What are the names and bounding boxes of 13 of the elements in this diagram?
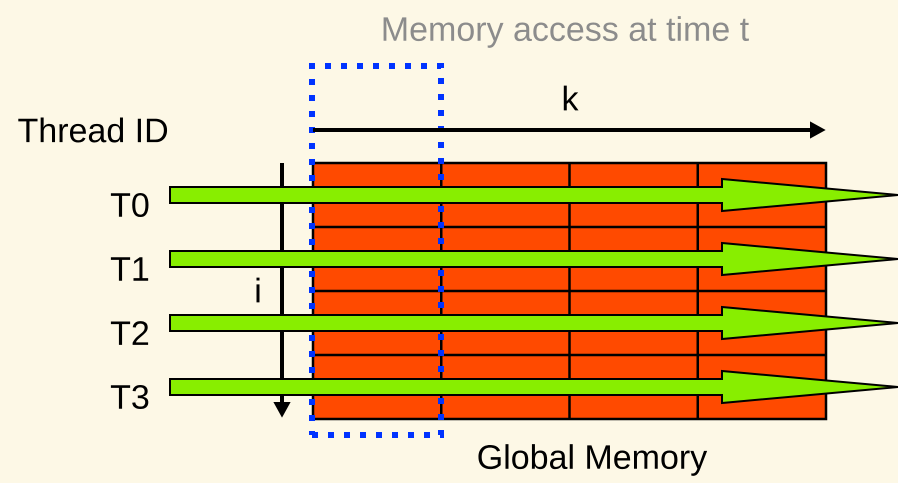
memory-label: Global Memory [478,444,708,476]
thread-arrow [169,370,898,404]
thread-arrow [169,242,898,276]
axis-label: i [256,278,260,302]
axis-label: Thread ID [18,118,168,142]
thread-label: T0 [110,192,148,218]
access-label: Memory access at time t [384,16,749,48]
thread-label: T1 [110,257,148,281]
axis-label: k [564,86,579,110]
thread-arrow [169,306,898,340]
thread-label: T2 [110,321,148,345]
thread-arrow [169,178,898,212]
thread-label: T3 [110,384,148,410]
